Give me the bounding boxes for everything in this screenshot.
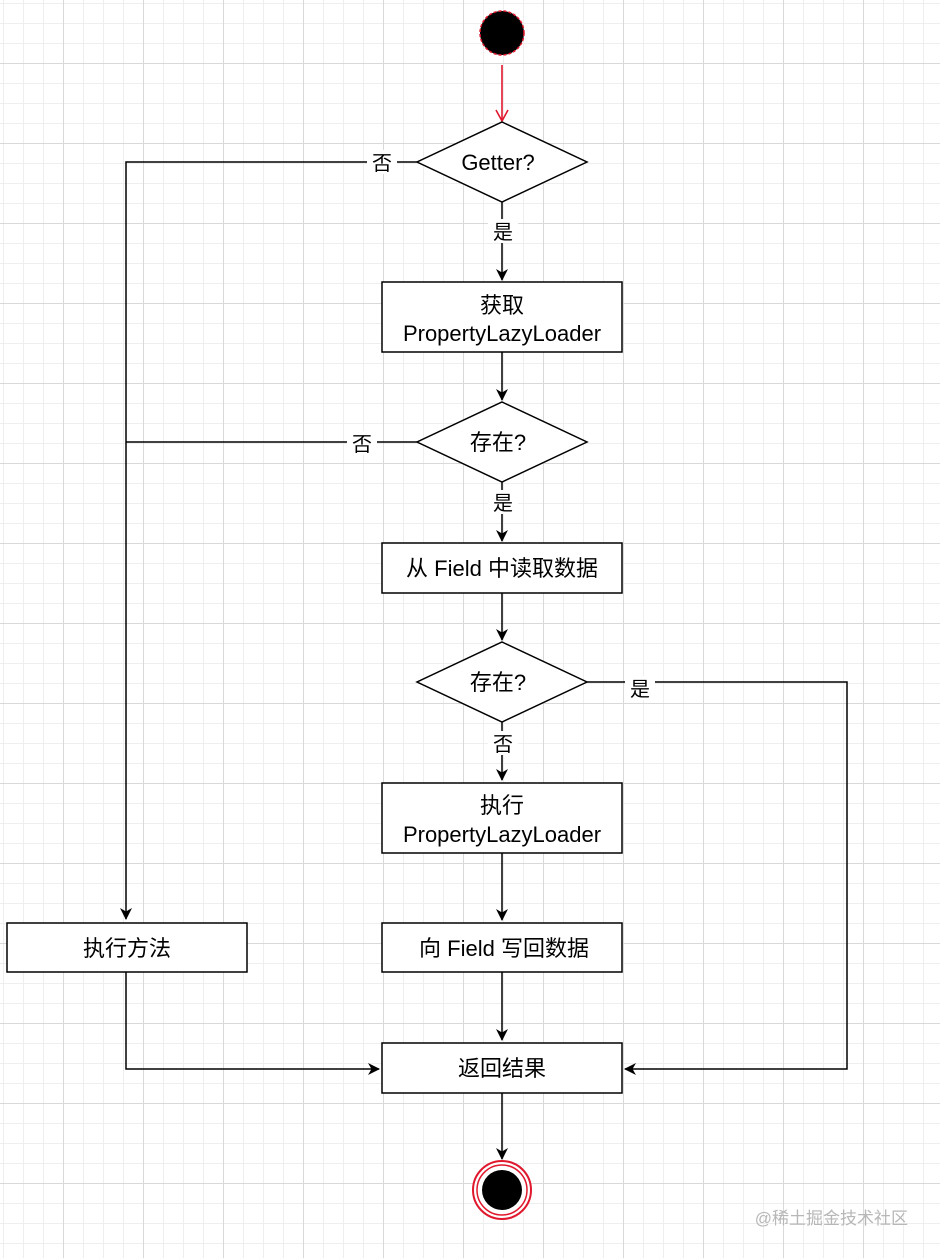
start-node[interactable] [479,10,525,56]
edge-exists2-no-label: 否 [493,734,513,756]
process-write-back-label: 向 Field 写回数据 [419,936,589,961]
process-get-loader-line1: 获取 [480,293,524,318]
edge-getter-no-label: 否 [372,153,392,175]
process-run-method[interactable]: 执行方法 [6,922,248,973]
edge-exists2-yes [587,681,848,1075]
edge-label-bg [488,490,518,514]
edge-exists2-yes-label: 是 [630,679,650,701]
edge-exists1-yes-label: 是 [493,493,513,515]
decision-getter[interactable]: Getter? [415,121,589,203]
process-run-method-label: 执行方法 [83,936,171,961]
edge-label-bg [367,150,397,174]
end-node[interactable] [472,1160,532,1220]
process-read-field-label: 从 Field 中读取数据 [406,556,598,581]
process-read-field[interactable]: 从 Field 中读取数据 [381,542,623,594]
decision-getter-label: Getter? [461,150,534,175]
edge-getter-yes-label: 是 [493,222,513,244]
edge-label-bg [488,219,518,243]
process-write-back[interactable]: 向 Field 写回数据 [381,922,623,973]
edge-getter-no [120,161,417,920]
process-return-result-label: 返回结果 [458,1056,546,1081]
process-run-loader-line1: 执行 [480,793,524,818]
decision-exists-1[interactable]: 存在? [415,401,589,483]
process-run-loader-line2: PropertyLazyLoader [403,822,601,847]
process-return-result[interactable]: 返回结果 [381,1042,623,1094]
decision-exists-2[interactable]: 存在? [415,641,589,723]
watermark-text: @稀土掘金技术社区 [755,1209,908,1228]
edge-exists1-no-label: 否 [352,434,372,456]
process-get-loader-line2: PropertyLazyLoader [403,321,601,346]
edge-label-bg [347,431,377,455]
edge-label-bg [488,731,518,755]
decision-exists-2-label: 存在? [470,670,526,695]
process-run-loader[interactable]: 执行 PropertyLazyLoader [381,782,623,854]
edge-method-to-result [125,972,380,1075]
process-get-loader[interactable]: 获取 PropertyLazyLoader [381,281,623,353]
edge-label-bg [625,676,655,700]
decision-exists-1-label: 存在? [470,430,526,455]
